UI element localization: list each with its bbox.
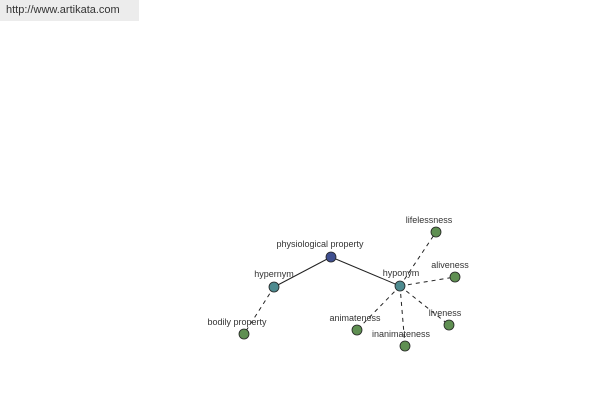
- node-label-hyponym: hyponym: [383, 268, 420, 278]
- edge-physiological-property-to-hyponym: [330, 256, 401, 287]
- edges-layer: [243, 231, 456, 347]
- edge-hyponym-to-liveness: [399, 285, 450, 326]
- node-label-aliveness: aliveness: [431, 260, 469, 270]
- edge-hyponym-to-animateness: [356, 285, 401, 331]
- node-animateness[interactable]: [351, 324, 363, 336]
- node-hypernym[interactable]: [268, 281, 280, 293]
- node-liveness[interactable]: [443, 319, 455, 331]
- node-aliveness[interactable]: [449, 271, 461, 283]
- node-inanimateness[interactable]: [399, 340, 411, 352]
- edge-hyponym-to-aliveness: [399, 276, 456, 287]
- edge-hypernym-to-bodily-property: [243, 286, 275, 335]
- node-bodily-property[interactable]: [238, 328, 250, 340]
- edge-physiological-property-to-hypernym: [273, 256, 332, 288]
- node-label-liveness: liveness: [429, 308, 462, 318]
- edge-hyponym-to-inanimateness: [399, 285, 406, 347]
- labels-layer: physiological property hypernym hyponym bod…: [207, 215, 469, 339]
- edge-hyponym-to-lifelessness: [399, 231, 437, 287]
- node-hyponym[interactable]: [394, 280, 406, 292]
- node-label-bodily-property: bodily property: [207, 317, 267, 327]
- node-label-lifelessness: lifelessness: [406, 215, 453, 225]
- node-lifelessness[interactable]: [430, 226, 442, 238]
- node-label-animateness: animateness: [329, 313, 381, 323]
- watermark-url: http://www.artikata.com: [0, 0, 139, 21]
- node-label-physiological-property: physiological property: [276, 239, 364, 249]
- node-physiological-property[interactable]: [325, 251, 337, 263]
- node-label-hypernym: hypernym: [254, 269, 294, 279]
- node-label-inanimateness: inanimateness: [372, 329, 431, 339]
- nodes-layer: [238, 226, 461, 352]
